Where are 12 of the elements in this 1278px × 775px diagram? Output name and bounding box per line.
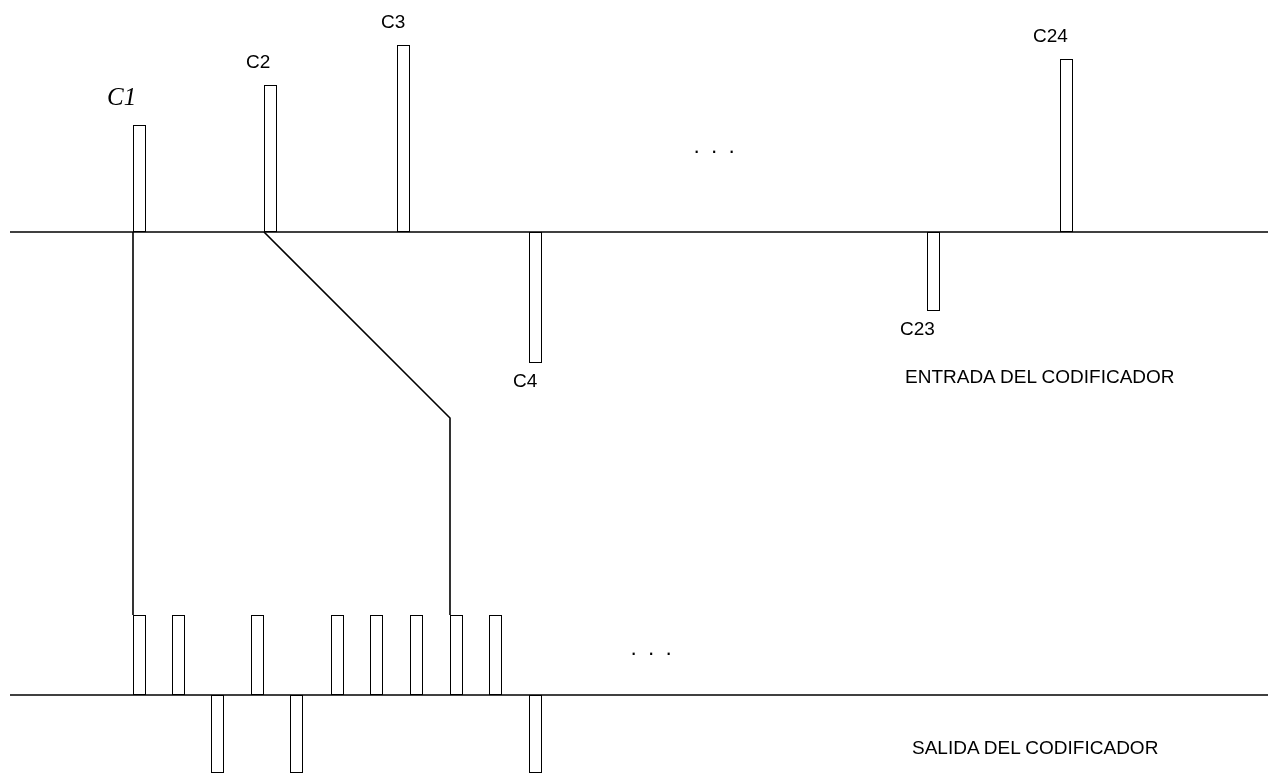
connector-line [132,231,134,616]
channel-label: C3 [381,11,406,33]
channel-label: C4 [513,370,538,392]
axis-caption: ENTRADA DEL CODIFICADOR [905,366,1175,388]
ellipsis: · · · [630,640,675,666]
ellipsis: · · · [693,138,738,164]
channel-label: C1 [107,83,137,111]
channel-label: C2 [246,51,271,73]
channel-label: C23 [900,318,935,340]
channel-label: C24 [1033,25,1068,47]
connector-line [263,231,451,616]
axis-caption: SALIDA DEL CODIFICADOR [912,737,1159,759]
